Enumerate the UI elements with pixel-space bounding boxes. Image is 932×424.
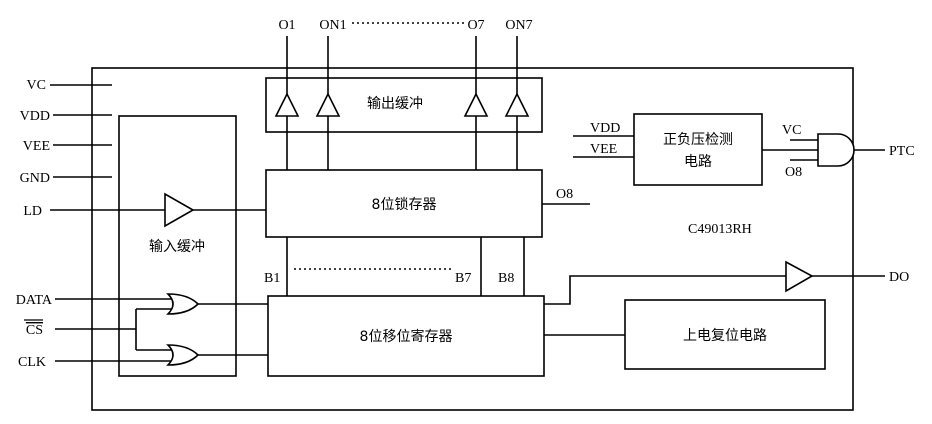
detect-block — [633, 113, 763, 186]
label-vdd-internal: VDD — [590, 121, 620, 136]
chip-name: C49013RH — [688, 222, 752, 237]
ld-buffer — [164, 192, 195, 228]
pin-ld: LD — [23, 204, 42, 219]
pin-on1: ON1 — [319, 18, 346, 33]
wire-do — [544, 275, 786, 305]
output-buffer-label: 输出缓冲 — [367, 96, 423, 112]
pin-do: DO — [889, 270, 909, 285]
pin-vdd: VDD — [20, 109, 50, 124]
input-buffer-label: 输入缓冲 — [149, 239, 205, 255]
label-o8-latch: O8 — [556, 187, 573, 202]
shift-register-label: 8位移位寄存器 — [360, 328, 453, 345]
input-buffer-block — [118, 115, 237, 377]
pin-o1: O1 — [278, 18, 295, 33]
label-vc-and: VC — [782, 123, 801, 138]
latch-block — [265, 169, 543, 238]
pin-vee: VEE — [23, 139, 50, 154]
output-buffer-block — [265, 77, 543, 133]
or-gate-clk — [166, 344, 200, 366]
label-b8: B8 — [498, 271, 514, 286]
detect-label-line2: 电路 — [684, 154, 712, 170]
label-vee-internal: VEE — [590, 142, 617, 157]
reset-block — [624, 299, 826, 370]
pin-gnd: GND — [20, 171, 50, 186]
do-buffer — [785, 260, 814, 293]
label-b7: B7 — [455, 271, 471, 286]
label-b1: B1 — [264, 271, 280, 286]
pin-o7: O7 — [467, 18, 484, 33]
pin-clk: CLK — [18, 355, 46, 370]
pin-vc: VC — [27, 78, 46, 93]
reset-label: 上电复位电路 — [683, 327, 767, 344]
pin-ptc: PTC — [889, 144, 915, 159]
shift-register-block — [267, 295, 545, 377]
detect-label-line1: 正负压检测 — [663, 132, 733, 148]
pin-data: DATA — [16, 293, 53, 308]
and-gate — [817, 133, 855, 167]
chip-outline — [91, 67, 854, 411]
label-o8-and: O8 — [785, 165, 802, 180]
latch-label: 8位锁存器 — [372, 197, 437, 213]
or-gate-data — [166, 293, 200, 315]
pin-cs: CS — [26, 323, 43, 338]
pin-on7: ON7 — [505, 18, 532, 33]
